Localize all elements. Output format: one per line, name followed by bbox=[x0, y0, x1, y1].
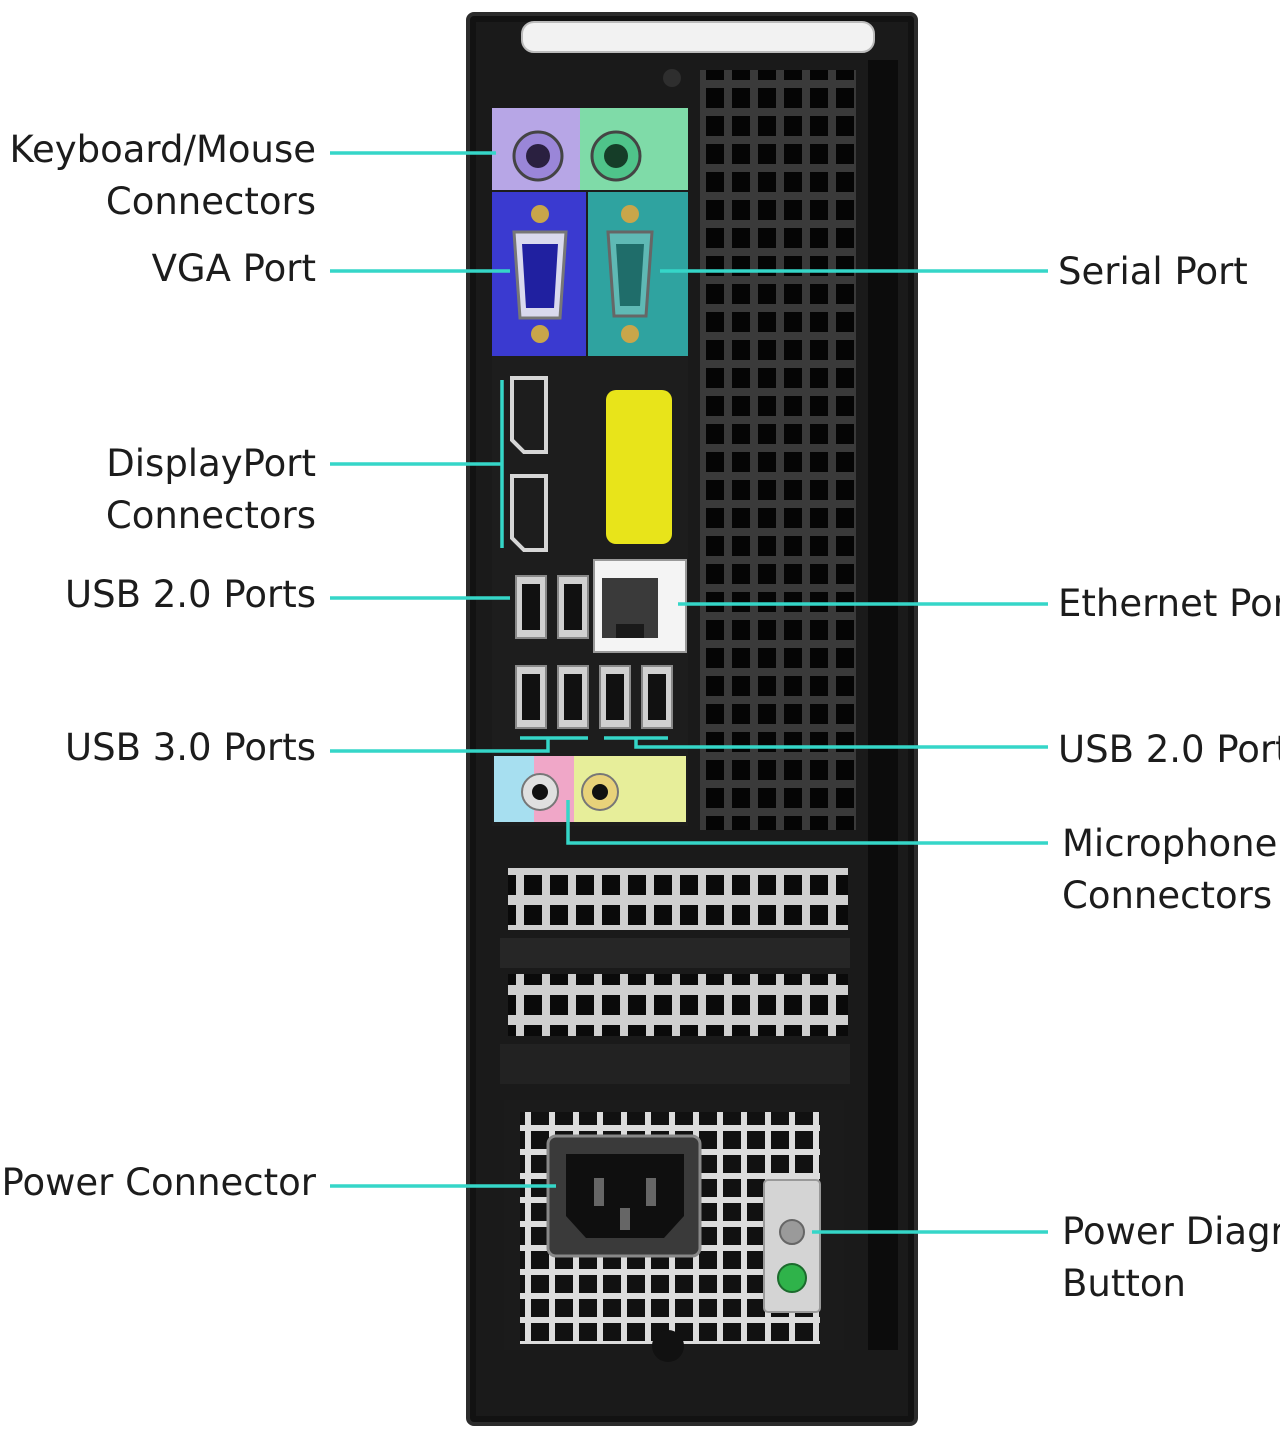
label-line: Connectors bbox=[105, 180, 316, 223]
label-displayport-connectors: DisplayPort Connectors bbox=[106, 438, 316, 542]
leader-microphone bbox=[566, 800, 1048, 845]
label-usb2-ports-top: USB 2.0 Ports bbox=[65, 569, 316, 621]
handle-slot bbox=[521, 21, 875, 53]
expansion-slots bbox=[500, 862, 850, 1084]
label-line: Connectors bbox=[1062, 874, 1273, 917]
label-line: Serial Port bbox=[1058, 250, 1248, 293]
ventilation-grille bbox=[700, 70, 856, 830]
label-microphone-connectors: Microphone Connectors bbox=[1062, 818, 1277, 922]
leader-usb3 bbox=[330, 738, 550, 753]
label-ethernet-port: Ethernet Por bbox=[1058, 578, 1280, 630]
label-line: Keyboard/Mouse bbox=[9, 128, 316, 171]
displayport-cover bbox=[606, 390, 672, 544]
label-line: DisplayPort bbox=[106, 442, 316, 485]
io-plate bbox=[492, 108, 688, 826]
label-line: Connectors bbox=[105, 494, 316, 537]
power-supply bbox=[504, 1100, 844, 1362]
displayport-2 bbox=[510, 474, 548, 552]
label-vga-port: VGA Port bbox=[152, 243, 316, 295]
label-line: USB 2.0 Port bbox=[1058, 728, 1280, 771]
label-line: USB 2.0 Ports bbox=[65, 573, 316, 616]
label-line: VGA Port bbox=[151, 247, 316, 290]
label-usb3-ports: USB 3.0 Ports bbox=[65, 722, 316, 774]
label-line: Power Diagr bbox=[1062, 1210, 1280, 1253]
side-rail bbox=[868, 60, 898, 1350]
label-keyboard-mouse-connectors: Keyboard/Mouse Connectors bbox=[10, 124, 316, 228]
leader-lines bbox=[330, 151, 1048, 1234]
diagnostic-led bbox=[777, 1263, 807, 1293]
displayport-1 bbox=[510, 376, 548, 454]
label-usb2-ports-bottom: USB 2.0 Port bbox=[1058, 724, 1280, 776]
label-line: USB 3.0 Ports bbox=[65, 726, 316, 769]
label-power-diagnostic-button: Power Diagr Button bbox=[1062, 1206, 1280, 1310]
label-line: Ethernet Por bbox=[1058, 582, 1280, 625]
label-power-connector: Power Connector bbox=[2, 1157, 316, 1209]
label-line: Microphone bbox=[1062, 822, 1278, 865]
expansion-slot-cover bbox=[508, 868, 848, 930]
label-line: Power Connector bbox=[1, 1161, 316, 1204]
label-line: Button bbox=[1062, 1262, 1186, 1305]
label-serial-port: Serial Port bbox=[1058, 246, 1248, 298]
diagnostic-button bbox=[779, 1219, 805, 1245]
expansion-slot-cover bbox=[508, 974, 848, 1036]
leader-usb2-bottom bbox=[634, 738, 1048, 749]
